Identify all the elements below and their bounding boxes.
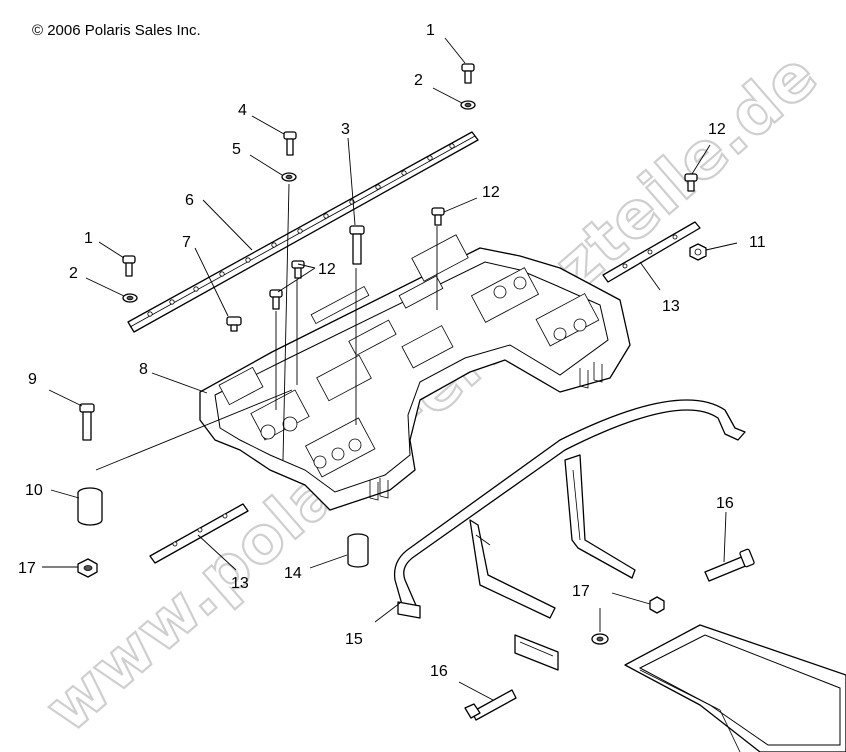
part-2-washer-top xyxy=(460,100,476,110)
part-16-bolt-right xyxy=(704,548,755,582)
part-10-spacer xyxy=(77,487,103,526)
callout-12-mid: 12 xyxy=(318,261,336,278)
part-17-nut-right xyxy=(591,596,665,645)
part-5-washer xyxy=(281,172,297,182)
callout-2-left: 2 xyxy=(69,265,78,282)
callout-3: 3 xyxy=(341,121,350,138)
part-11-nut xyxy=(689,243,707,261)
part-frame-lower xyxy=(624,624,846,752)
part-12-bolt-mid-b xyxy=(269,289,283,310)
part-13-right-bracket xyxy=(602,221,701,283)
callout-labels: 1 2 3 4 5 6 7 1 2 12 12 12 11 13 8 9 10 … xyxy=(18,22,766,680)
callout-14: 14 xyxy=(284,565,302,582)
callout-16-bottom: 16 xyxy=(430,663,448,680)
part-1-bolt-left xyxy=(122,255,136,277)
callout-17-left: 17 xyxy=(18,560,36,577)
part-12-bolt-mid-a xyxy=(291,260,305,279)
part-15-frame xyxy=(393,399,746,671)
callout-17-right: 17 xyxy=(572,583,590,600)
part-16-bolt-bottom xyxy=(464,689,517,721)
callout-15: 15 xyxy=(345,631,363,648)
callout-11: 11 xyxy=(749,234,766,251)
callout-1-left: 1 xyxy=(84,230,93,247)
part-8-rack xyxy=(199,234,631,511)
copyright-notice: © 2006 Polaris Sales Inc. xyxy=(32,22,201,39)
callout-13-left: 13 xyxy=(231,575,249,592)
callout-13-right: 13 xyxy=(662,298,680,315)
callout-1-top: 1 xyxy=(426,22,435,39)
callout-4: 4 xyxy=(238,102,247,119)
leader-lines xyxy=(42,37,738,701)
part-3-bolt xyxy=(349,225,365,265)
part-2-washer-left xyxy=(122,293,138,303)
part-12-bolt-right xyxy=(684,173,698,192)
part-9-bolt xyxy=(79,403,95,441)
callout-16-right: 16 xyxy=(716,495,734,512)
callout-8: 8 xyxy=(139,361,148,378)
callout-6: 6 xyxy=(185,192,194,209)
callout-7: 7 xyxy=(182,234,191,251)
part-4-bolt xyxy=(283,131,297,156)
part-13-left-bracket xyxy=(149,503,249,564)
callout-10: 10 xyxy=(25,482,43,499)
callout-12-top: 12 xyxy=(482,184,500,201)
part-7-bolt xyxy=(226,316,242,332)
part-14-spacer xyxy=(347,533,369,568)
part-12-bolt-top xyxy=(431,207,445,226)
callout-12-right: 12 xyxy=(708,121,726,138)
part-17-nut-left xyxy=(77,558,98,578)
callout-5: 5 xyxy=(232,141,241,158)
part-6-top-rail xyxy=(127,131,479,333)
part-1-bolt-top xyxy=(461,63,475,84)
callout-2-top: 2 xyxy=(414,72,423,89)
callout-9: 9 xyxy=(28,371,37,388)
